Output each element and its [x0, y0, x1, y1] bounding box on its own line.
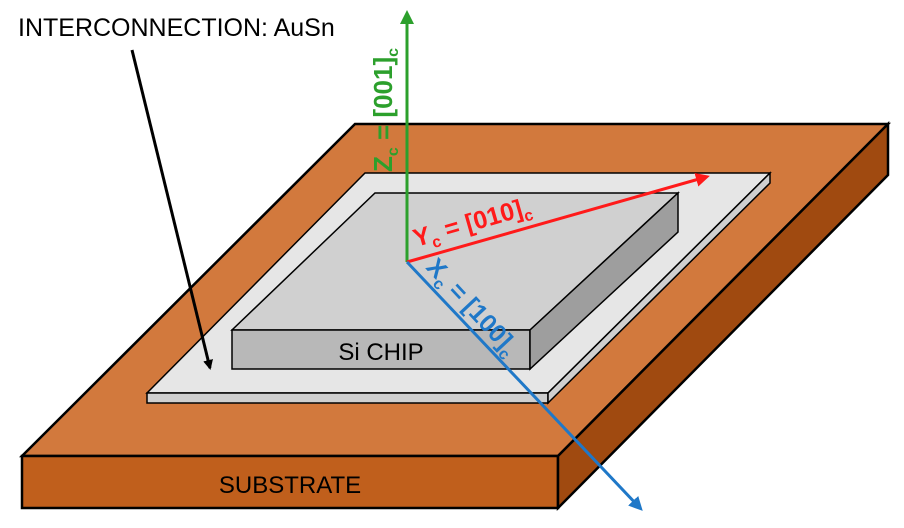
interconnection-front-edge	[146, 392, 549, 404]
substrate-side-face	[556, 120, 890, 512]
interconnection-label: INTERCONNECTION: AuSn	[18, 14, 335, 42]
z-axis-label: Zc = [001]c	[368, 48, 402, 172]
substrate-label: SUBSTRATE	[219, 472, 361, 499]
chip-label: Si CHIP	[338, 339, 423, 366]
si-chip	[230, 191, 680, 371]
chip-side-face	[529, 191, 679, 371]
y-axis-arrow	[406, 173, 710, 264]
x-axis-arrow	[405, 260, 643, 511]
interconnection-pointer-arrow	[130, 49, 213, 370]
interconnection-side-edge	[547, 171, 771, 405]
